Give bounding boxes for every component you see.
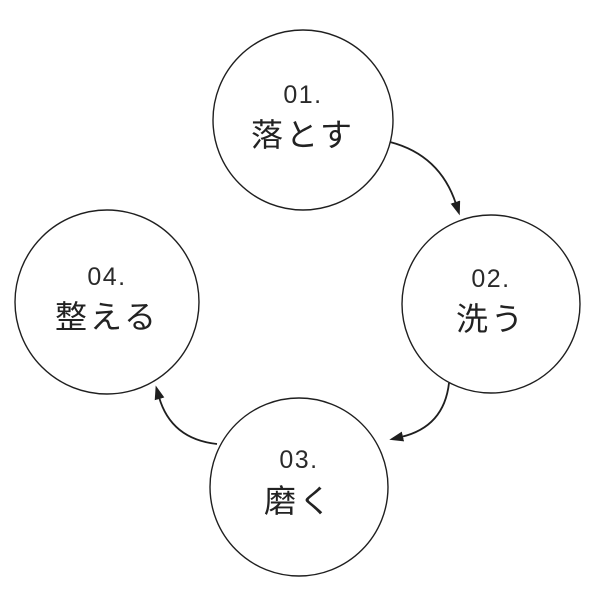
step-number-03: 03.	[279, 446, 318, 474]
step-node-01: 01. 落とす	[212, 29, 394, 211]
step-number-04: 04.	[87, 263, 126, 291]
arrow-01-to-02	[389, 141, 461, 216]
step-label-02: 洗う	[456, 301, 526, 337]
step-number-02: 02.	[471, 265, 510, 293]
step-node-03: 03. 磨く	[209, 397, 389, 577]
step-circle-03	[209, 397, 389, 577]
arrow-03-to-04	[154, 385, 218, 445]
step-label-03: 磨く	[264, 483, 334, 519]
step-label-01: 落とす	[251, 117, 355, 153]
step-circle-04	[14, 209, 200, 395]
step-node-04: 04. 整える	[14, 209, 200, 395]
step-number-01: 01.	[283, 81, 322, 109]
step-circle-02	[401, 214, 581, 394]
step-circle-01	[212, 29, 394, 211]
step-node-02: 02. 洗う	[401, 214, 581, 394]
step-label-04: 整える	[55, 299, 159, 335]
arrow-02-to-03	[389, 382, 450, 442]
